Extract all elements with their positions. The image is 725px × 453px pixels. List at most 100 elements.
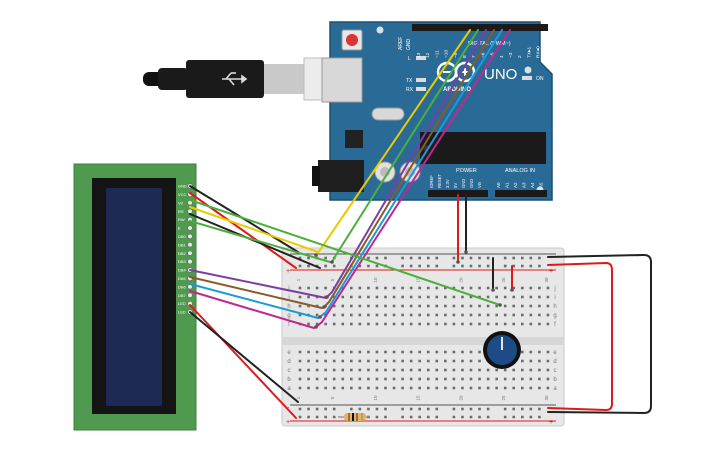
breadboard-hole[interactable] bbox=[375, 377, 379, 381]
breadboard-hole[interactable] bbox=[315, 350, 319, 354]
breadboard-hole[interactable] bbox=[375, 286, 379, 290]
breadboard-hole[interactable] bbox=[426, 368, 430, 372]
breadboard-rail-hole[interactable] bbox=[324, 264, 327, 268]
lcd-pin[interactable] bbox=[187, 259, 193, 265]
breadboard-rail-hole[interactable] bbox=[375, 264, 379, 268]
breadboard-hole[interactable] bbox=[486, 304, 490, 308]
breadboard-hole[interactable] bbox=[444, 304, 447, 308]
breadboard-hole[interactable] bbox=[392, 286, 396, 290]
breadboard-hole[interactable] bbox=[478, 386, 481, 390]
breadboard-rail-hole[interactable] bbox=[384, 256, 387, 260]
breadboard-rail-hole[interactable] bbox=[512, 256, 516, 260]
breadboard-hole[interactable] bbox=[332, 359, 336, 363]
breadboard-hole[interactable] bbox=[358, 313, 362, 317]
wire-lcd-db5[interactable] bbox=[189, 276, 323, 309]
breadboard-hole[interactable] bbox=[503, 322, 507, 326]
breadboard-hole[interactable] bbox=[469, 304, 473, 308]
breadboard-hole[interactable] bbox=[350, 322, 353, 326]
breadboard-hole[interactable] bbox=[546, 368, 550, 372]
breadboard-rail-hole[interactable] bbox=[452, 407, 456, 411]
breadboard-rail-hole[interactable] bbox=[435, 264, 439, 268]
breadboard-hole[interactable] bbox=[341, 386, 345, 390]
breadboard-hole[interactable] bbox=[358, 350, 362, 354]
resistor[interactable] bbox=[338, 413, 370, 421]
breadboard-hole[interactable] bbox=[332, 386, 336, 390]
breadboard-hole[interactable] bbox=[435, 304, 439, 308]
breadboard-hole[interactable] bbox=[435, 295, 439, 299]
breadboard-rail-hole[interactable] bbox=[367, 264, 370, 268]
breadboard-hole[interactable] bbox=[298, 295, 302, 299]
breadboard-hole[interactable] bbox=[495, 295, 498, 299]
breadboard-hole[interactable] bbox=[307, 350, 310, 354]
breadboard-hole[interactable] bbox=[538, 304, 541, 308]
breadboard-hole[interactable] bbox=[495, 377, 498, 381]
breadboard-hole[interactable] bbox=[435, 359, 439, 363]
breadboard-hole[interactable] bbox=[324, 350, 327, 354]
breadboard-hole[interactable] bbox=[495, 286, 498, 290]
breadboard-hole[interactable] bbox=[469, 359, 473, 363]
breadboard-hole[interactable] bbox=[426, 377, 430, 381]
breadboard-hole[interactable] bbox=[469, 368, 473, 372]
breadboard-rail-hole[interactable] bbox=[478, 415, 481, 419]
breadboard-hole[interactable] bbox=[350, 286, 353, 290]
breadboard-hole[interactable] bbox=[503, 386, 507, 390]
breadboard-rail-hole[interactable] bbox=[486, 256, 490, 260]
breadboard-rail-hole[interactable] bbox=[478, 407, 481, 411]
breadboard-hole[interactable] bbox=[384, 313, 387, 317]
breadboard-hole[interactable] bbox=[409, 386, 413, 390]
breadboard-rail-hole[interactable] bbox=[452, 415, 456, 419]
breadboard-rail-hole[interactable] bbox=[298, 407, 302, 411]
breadboard-rail-hole[interactable] bbox=[469, 264, 473, 268]
breadboard-hole[interactable] bbox=[341, 350, 345, 354]
wire-lcd-led-minus[interactable] bbox=[189, 311, 299, 403]
breadboard-hole[interactable] bbox=[426, 350, 430, 354]
breadboard-hole[interactable] bbox=[495, 322, 498, 326]
breadboard-hole[interactable] bbox=[452, 295, 456, 299]
wire-lcd-e[interactable] bbox=[189, 220, 331, 263]
breadboard-rail-hole[interactable] bbox=[375, 256, 379, 260]
breadboard-rail-hole[interactable] bbox=[486, 415, 490, 419]
breadboard-rail-hole[interactable] bbox=[435, 407, 439, 411]
lcd-pin[interactable] bbox=[187, 208, 193, 214]
breadboard-hole[interactable] bbox=[529, 304, 533, 308]
breadboard-hole[interactable] bbox=[350, 350, 353, 354]
breadboard-hole[interactable] bbox=[384, 359, 387, 363]
breadboard-hole[interactable] bbox=[452, 359, 456, 363]
breadboard-hole[interactable] bbox=[426, 322, 430, 326]
breadboard-hole[interactable] bbox=[384, 350, 387, 354]
breadboard-hole[interactable] bbox=[350, 368, 353, 372]
breadboard-hole[interactable] bbox=[444, 295, 447, 299]
breadboard-hole[interactable] bbox=[452, 286, 456, 290]
breadboard-hole[interactable] bbox=[478, 286, 481, 290]
breadboard-hole[interactable] bbox=[426, 304, 430, 308]
lcd-pin[interactable] bbox=[187, 242, 193, 248]
breadboard-hole[interactable] bbox=[375, 304, 379, 308]
breadboard-rail-hole[interactable] bbox=[512, 415, 516, 419]
breadboard-hole[interactable] bbox=[546, 286, 550, 290]
breadboard-rail-hole[interactable] bbox=[401, 256, 404, 260]
breadboard-rail-hole[interactable] bbox=[418, 407, 421, 411]
wire-lcd-v0[interactable] bbox=[189, 199, 501, 306]
breadboard-hole[interactable] bbox=[444, 386, 447, 390]
breadboard-hole[interactable] bbox=[315, 313, 319, 317]
breadboard-hole[interactable] bbox=[367, 304, 370, 308]
breadboard-hole[interactable] bbox=[392, 295, 396, 299]
breadboard-hole[interactable] bbox=[486, 286, 490, 290]
breadboard-hole[interactable] bbox=[418, 295, 421, 299]
breadboard-hole[interactable] bbox=[435, 322, 439, 326]
wire-lcd-led-plus[interactable] bbox=[189, 304, 297, 419]
breadboard-hole[interactable] bbox=[503, 304, 507, 308]
breadboard-hole[interactable] bbox=[461, 295, 464, 299]
breadboard-hole[interactable] bbox=[426, 313, 430, 317]
breadboard-hole[interactable] bbox=[384, 286, 387, 290]
breadboard-hole[interactable] bbox=[461, 322, 464, 326]
breadboard-rail-hole[interactable] bbox=[521, 264, 524, 268]
breadboard-hole[interactable] bbox=[461, 304, 464, 308]
breadboard-hole[interactable] bbox=[426, 386, 430, 390]
breadboard-hole[interactable] bbox=[461, 313, 464, 317]
breadboard-hole[interactable] bbox=[495, 304, 498, 308]
breadboard-rail-hole[interactable] bbox=[521, 415, 524, 419]
breadboard-rail-hole[interactable] bbox=[503, 415, 507, 419]
breadboard-hole[interactable] bbox=[375, 322, 379, 326]
breadboard-hole[interactable] bbox=[469, 295, 473, 299]
